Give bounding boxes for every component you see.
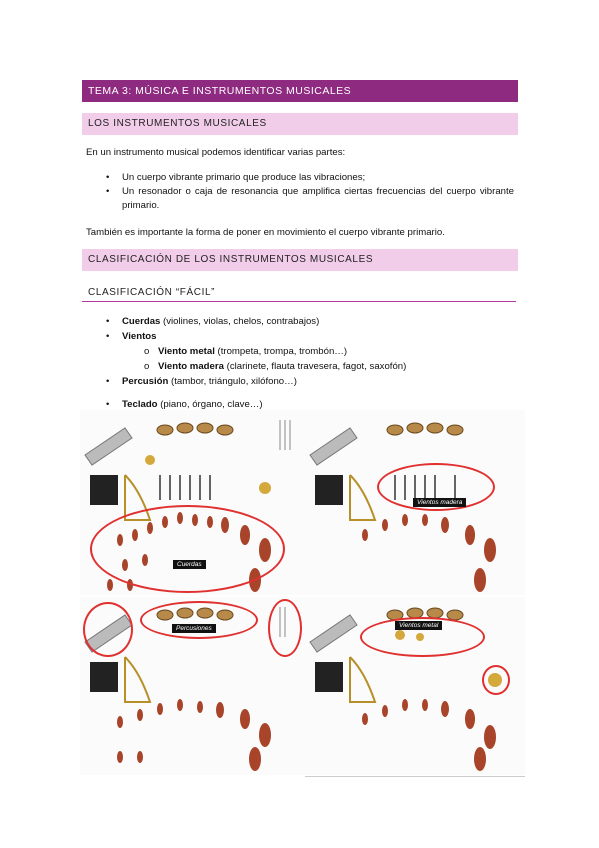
piano-icon — [90, 475, 118, 505]
bullet-dot: • — [106, 172, 110, 183]
section-heading-clasificacion: CLASIFICACIÓN DE LOS INSTRUMENTOS MUSICA… — [82, 249, 518, 271]
item-bold: Viento metal — [158, 346, 215, 357]
item-rest: (tambor, triángulo, xilófono…) — [168, 376, 297, 387]
highlight-ellipse — [268, 599, 302, 657]
sub-bullet-circle: o — [144, 361, 150, 372]
subheading-facil: CLASIFICACIÓN “FÁCIL” — [82, 284, 516, 302]
item-rest: (violines, violas, chelos, contrabajos) — [160, 316, 320, 327]
item-percusion: • Percusión (tambor, triángulo, xilófono… — [106, 375, 297, 389]
highlight-ellipse — [140, 601, 258, 639]
harp-icon — [124, 656, 152, 703]
orchestra-image-vientos-metal: Vientos metal — [305, 597, 525, 775]
bullet-cuerpo: • Un cuerpo vibrante primario que produc… — [106, 171, 514, 185]
highlight-ellipse — [360, 617, 485, 657]
violin-icon — [117, 699, 271, 771]
document-title: TEMA 3: MÚSICA E INSTRUMENTOS MUSICALES — [82, 80, 518, 102]
highlight-ellipse — [377, 463, 495, 511]
timpani-icon — [156, 422, 234, 436]
orchestra-image-vientos-madera: Vientos madera — [305, 410, 525, 595]
bullet-text: Un cuerpo vibrante primario que produce … — [122, 172, 366, 183]
highlight-ellipse — [83, 602, 133, 657]
outro-paragraph: También es importante la forma de poner … — [86, 227, 445, 238]
piano-icon — [315, 475, 343, 505]
intro-paragraph: En un instrumento musical podemos identi… — [86, 147, 346, 158]
item-bold: Viento madera — [158, 361, 224, 372]
item-teclado: • Teclado (piano, órgano, clave…) — [106, 398, 263, 412]
brass-icon — [145, 455, 271, 494]
bullet-dot: • — [106, 399, 110, 410]
xylophone-icon — [84, 427, 133, 466]
orchestra-image-cuerdas: Cuerdas — [80, 410, 305, 595]
item-vientos: • Vientos — [106, 330, 157, 344]
item-bold: Teclado — [122, 399, 158, 410]
bullet-dot: • — [106, 376, 110, 387]
subitem-viento-metal: o Viento metal (trompeta, trompa, trombó… — [144, 345, 348, 359]
bullet-text: Un resonador o caja de resonancia que am… — [122, 186, 514, 211]
orchestra-image-percusiones: Percusiones — [80, 597, 305, 775]
violin-icon — [362, 514, 496, 592]
chimes-icon — [279, 420, 291, 450]
woodwinds-icon — [159, 475, 211, 500]
label-cuerdas: Cuerdas — [173, 560, 206, 569]
highlight-ellipse — [90, 505, 285, 593]
item-cuerdas: • Cuerdas (violines, violas, chelos, con… — [106, 315, 320, 329]
item-bold: Vientos — [122, 331, 157, 342]
xylophone-icon — [309, 427, 358, 466]
bullet-dot: • — [106, 316, 110, 327]
piano-icon — [90, 662, 118, 692]
highlight-ellipse — [482, 665, 510, 695]
subitem-viento-madera: o Viento madera (clarinete, flauta trave… — [144, 360, 407, 374]
harp-icon — [349, 474, 377, 521]
image-divider — [305, 776, 525, 777]
label-vientos-madera: Vientos madera — [413, 498, 467, 507]
violin-icon — [362, 699, 496, 771]
item-rest: (clarinete, flauta travesera, fagot, sax… — [223, 361, 407, 372]
bullet-dot: • — [106, 186, 110, 197]
item-bold: Cuerdas — [122, 316, 161, 327]
piano-icon — [315, 662, 343, 692]
sub-bullet-circle: o — [144, 346, 150, 357]
item-bold: Percusión — [122, 376, 169, 387]
bullet-dot: • — [106, 331, 110, 342]
xylophone-icon — [309, 614, 358, 653]
harp-icon — [349, 656, 377, 703]
bullet-resonador: • Un resonador o caja de resonancia que … — [106, 185, 514, 213]
item-rest: (trompeta, trompa, trombón…) — [214, 346, 348, 357]
item-rest: (piano, órgano, clave…) — [157, 399, 263, 410]
label-vientos-metal: Vientos metal — [395, 621, 443, 630]
section-heading-instrumentos: LOS INSTRUMENTOS MUSICALES — [82, 113, 518, 135]
label-percusiones: Percusiones — [172, 624, 216, 633]
timpani-icon — [386, 422, 464, 436]
